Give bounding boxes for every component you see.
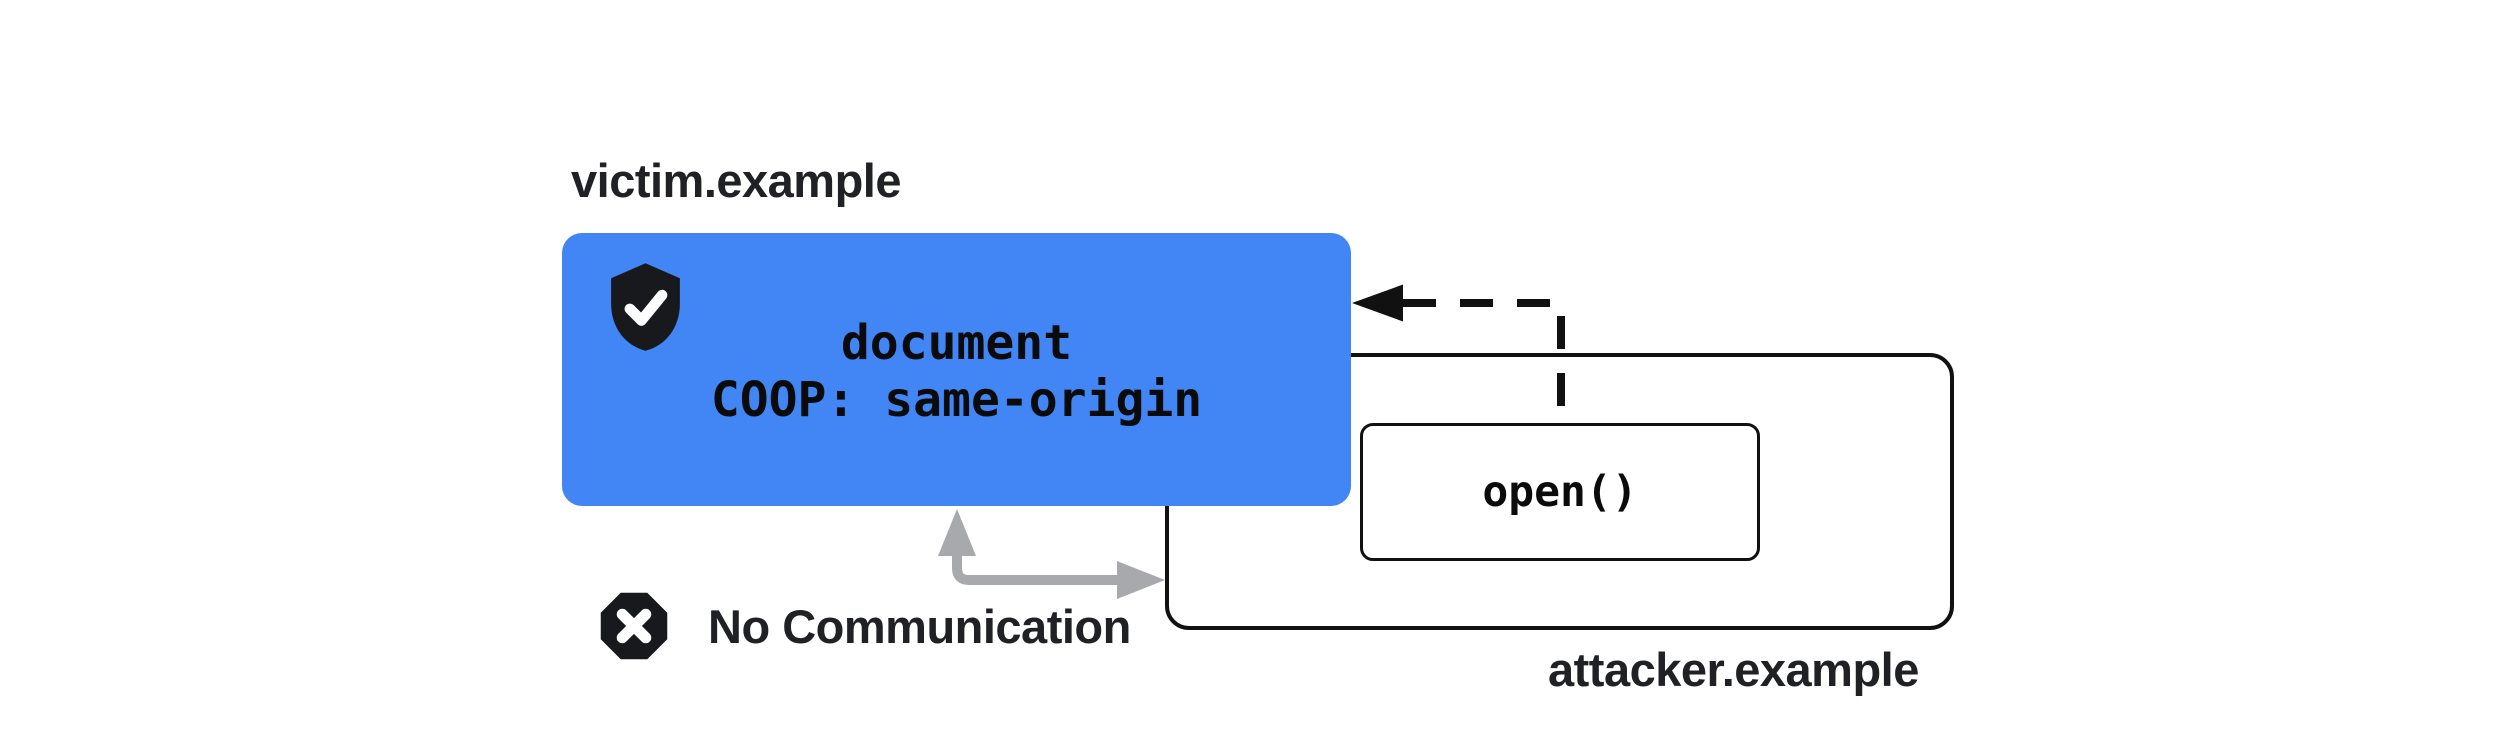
victim-code-lines: document COOP: same-origin (562, 315, 1351, 429)
no-communication-caption: No Communication (596, 588, 1131, 664)
blocked-communication-arrow (938, 509, 1165, 599)
open-call-label: open() (1482, 467, 1638, 517)
shield-check-icon (611, 263, 680, 351)
no-communication-label: No Communication (708, 599, 1131, 653)
victim-document-box: document COOP: same-origin (562, 233, 1351, 506)
victim-domain-label: victim.example (571, 154, 902, 207)
coop-header-label: COOP: same-origin (710, 372, 1203, 428)
attacker-domain-label: attacker.example (1548, 643, 1919, 696)
open-call-box: open() (1360, 423, 1760, 561)
x-octagon-icon (600, 592, 668, 660)
document-label: document (840, 315, 1073, 371)
